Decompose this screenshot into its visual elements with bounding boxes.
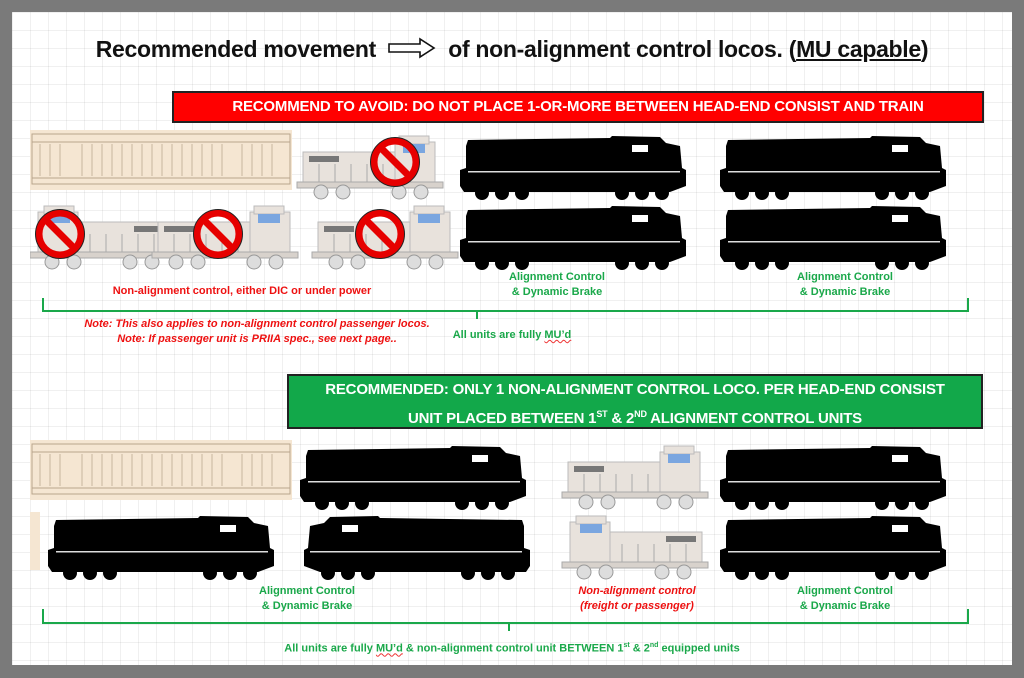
note-passenger-locos: Note: This also applies to non-alignment… (84, 318, 430, 330)
footer-text: All units are fully (284, 642, 376, 655)
alignment-label-line: & Dynamic Brake (511, 286, 603, 298)
avoid-brace-red-span (42, 298, 969, 319)
banner-text: ALIGNMENT CONTROL UNITS (646, 410, 862, 427)
banner-text: UNIT PLACED BETWEEN 1 (408, 410, 597, 427)
title-close: ) (920, 36, 929, 62)
recommended-footer: All units are fully MU’d & non-alignment… (212, 638, 812, 657)
footer-sup: st (623, 642, 630, 649)
footer-text: equipped units (658, 642, 740, 655)
footer-text: & non-alignment control unit BETWEEN 1 (402, 642, 624, 655)
right-arrow-outline-icon (388, 37, 436, 65)
alignment-label-4: Alignment Control & Dynamic Brake (780, 584, 910, 614)
alignment-label-line: & Dynamic Brake (799, 286, 891, 298)
autorack-car-edge (30, 512, 40, 570)
mu-word: MU’d (375, 642, 403, 655)
alignment-label-line: Alignment Control (509, 271, 605, 283)
footer-sup: nd (649, 642, 659, 649)
all-units-mu-label: All units are fully MU’d (412, 328, 612, 343)
mu-text: All units are fully (452, 329, 545, 341)
page-title: Recommended movement of non-alignment co… (12, 36, 1012, 65)
alignment-label-line: & Dynamic Brake (261, 600, 353, 612)
banner-sup: ND (634, 409, 647, 419)
recommended-banner-line1: RECOMMENDED: ONLY 1 NON-ALIGNMENT CONTRO… (325, 381, 945, 398)
avoid-banner-text: RECOMMEND TO AVOID: DO NOT PLACE 1-OR-MO… (232, 98, 924, 115)
footer-text: & 2 (629, 642, 650, 655)
title-emphasis: MU capable (796, 36, 921, 62)
title-suffix: of non-alignment control locos. ( (448, 36, 797, 62)
nonalign-label-line: (freight or passenger) (580, 600, 694, 612)
mu-word: MU’d (544, 329, 572, 341)
note-priia: Note: If passenger unit is PRIIA spec., … (117, 333, 397, 345)
recommended-banner-line2: UNIT PLACED BETWEEN 1ST & 2ND ALIGNMENT … (289, 402, 981, 431)
alignment-label-line: & Dynamic Brake (799, 600, 891, 612)
banner-sup: ST (596, 409, 608, 419)
alignment-label-3: Alignment Control & Dynamic Brake (242, 584, 372, 614)
title-prefix: Recommended movement (95, 36, 377, 62)
alignment-label-line: Alignment Control (797, 585, 893, 597)
alignment-label-1: Alignment Control & Dynamic Brake (492, 270, 622, 300)
alignment-label-line: Alignment Control (259, 585, 355, 597)
nonalign-label-line: Non-alignment control (578, 585, 696, 597)
recommended-consist-row-2 (30, 512, 946, 580)
recommended-banner: RECOMMENDED: ONLY 1 NON-ALIGNMENT CONTRO… (287, 374, 983, 429)
recommended-brace (42, 609, 969, 631)
avoid-banner: RECOMMEND TO AVOID: DO NOT PLACE 1-OR-MO… (172, 91, 984, 123)
banner-text: & 2 (607, 410, 635, 427)
diagram-canvas: Recommended movement of non-alignment co… (12, 12, 1012, 665)
nonalign-label-2: Non-alignment control (freight or passen… (562, 584, 712, 614)
alignment-label-2: Alignment Control & Dynamic Brake (780, 270, 910, 300)
nonalign-label: Non-alignment control, either DIC or und… (112, 285, 372, 297)
alignment-label-line: Alignment Control (797, 271, 893, 283)
